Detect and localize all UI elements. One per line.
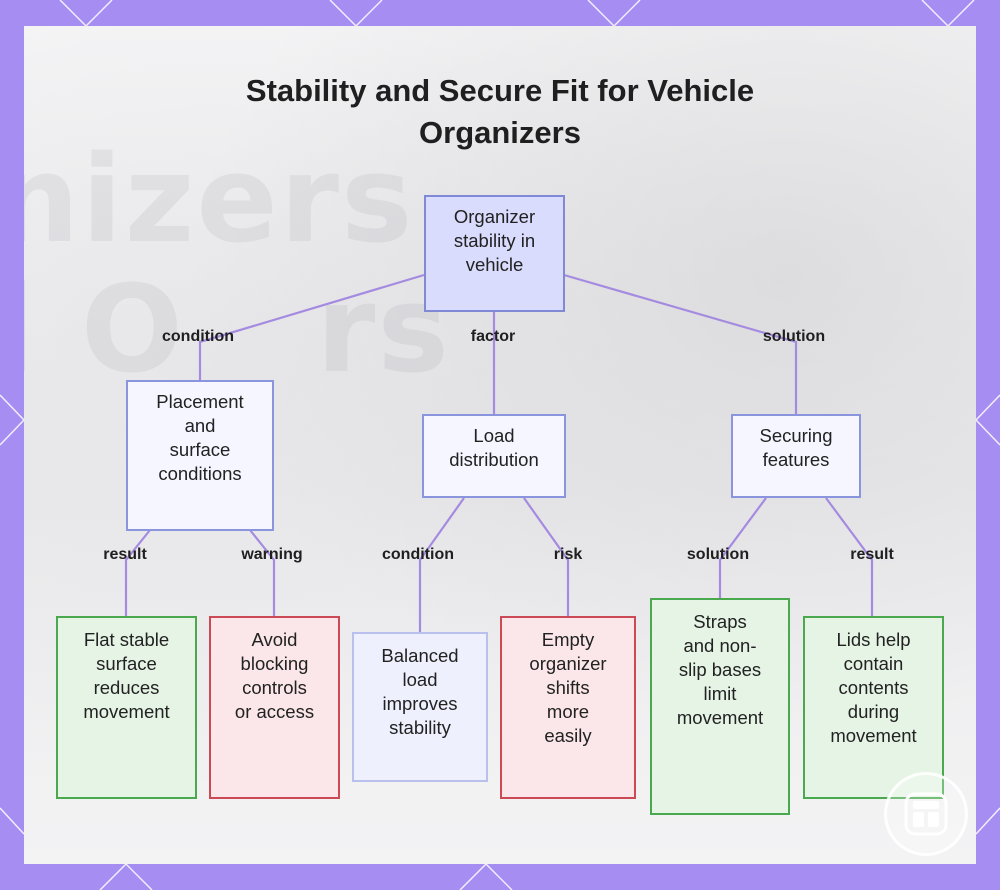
- node-balanced-load: Balanced load improves stability: [352, 632, 488, 782]
- node-straps-non-slip: Straps and non- slip bases limit movemen…: [650, 598, 790, 815]
- edge-label-result: result: [103, 546, 147, 563]
- node-organizer-stability: Organizer stability in vehicle: [424, 195, 565, 312]
- node-text: and: [184, 415, 216, 436]
- node-text: distribution: [449, 449, 539, 470]
- node-text: stability: [389, 717, 451, 738]
- node-text: easily: [544, 725, 592, 746]
- node-text: Balanced: [381, 645, 459, 666]
- edge-placement-flat: [124, 529, 151, 616]
- diagram-title: Stability and Secure Fit for Vehicle Org…: [0, 70, 1000, 154]
- edge-securing-straps: [718, 497, 767, 600]
- node-text: Load: [473, 425, 515, 446]
- edge-label-condition: condition: [162, 328, 234, 345]
- edge-root-securing: [563, 273, 798, 414]
- node-placement-conditions: Placement and surface conditions: [126, 380, 274, 531]
- edge-label-solution: solution: [686, 546, 750, 563]
- node-text: features: [762, 449, 830, 470]
- node-text: during: [847, 701, 900, 722]
- node-text: Securing: [759, 425, 833, 446]
- diagram-title-line-2: Organizers: [419, 115, 581, 150]
- node-text: improves: [382, 693, 458, 714]
- node-text: load: [402, 669, 438, 690]
- node-text: movement: [83, 701, 170, 722]
- edge-securing-lids: [825, 497, 874, 616]
- edge-load-empty: [523, 497, 570, 616]
- edge-root-placement: [198, 273, 425, 380]
- node-text: Lids help: [836, 629, 911, 650]
- node-text: contents: [838, 677, 909, 698]
- node-flat-stable-surface: Flat stable surface reduces movement: [56, 616, 197, 799]
- node-text: conditions: [158, 463, 242, 484]
- node-text: reduces: [93, 677, 160, 698]
- edge-label-result: result: [850, 546, 894, 563]
- background-watermark-text: nizers l O rs: [24, 131, 451, 400]
- node-text: vehicle: [465, 254, 524, 275]
- node-text: stability in: [453, 230, 536, 251]
- node-text: slip bases: [678, 659, 762, 680]
- edge-label-factor: factor: [470, 328, 516, 345]
- node-text: Avoid: [251, 629, 298, 650]
- node-text: or access: [234, 701, 315, 722]
- grid-app-icon: [884, 772, 968, 856]
- node-text: Straps: [693, 611, 747, 632]
- node-text: organizer: [529, 653, 607, 674]
- node-text: movement: [830, 725, 917, 746]
- node-lids-help: Lids help contain contents during moveme…: [803, 616, 944, 799]
- node-text: Flat stable: [83, 629, 170, 650]
- edge-label-solution: solution: [762, 328, 826, 345]
- edge-label-risk: risk: [553, 546, 583, 563]
- node-text: Organizer: [453, 206, 536, 227]
- diagram-title-line-1: Stability and Secure Fit for Vehicle: [245, 73, 755, 108]
- edge-placement-avoid: [249, 529, 276, 616]
- node-empty-organizer: Empty organizer shifts more easily: [500, 616, 636, 799]
- edge-label-warning: warning: [241, 546, 303, 563]
- node-avoid-blocking: Avoid blocking controls or access: [209, 616, 340, 799]
- node-text: and non-: [683, 635, 757, 656]
- node-text: Placement: [156, 391, 244, 412]
- node-securing-features: Securing features: [731, 414, 861, 498]
- node-text: Empty: [541, 629, 595, 650]
- edge-load-balanced: [418, 497, 465, 632]
- node-text: movement: [676, 707, 764, 728]
- node-text: blocking: [240, 653, 309, 674]
- edge-label-condition: condition: [382, 546, 454, 563]
- node-text: surface: [96, 653, 157, 674]
- node-text: more: [546, 701, 590, 722]
- node-text: contain: [843, 653, 904, 674]
- node-load-distribution: Load distribution: [422, 414, 566, 498]
- node-text: limit: [703, 683, 737, 704]
- node-text: shifts: [546, 677, 590, 698]
- node-text: controls: [242, 677, 307, 698]
- node-text: surface: [169, 439, 231, 460]
